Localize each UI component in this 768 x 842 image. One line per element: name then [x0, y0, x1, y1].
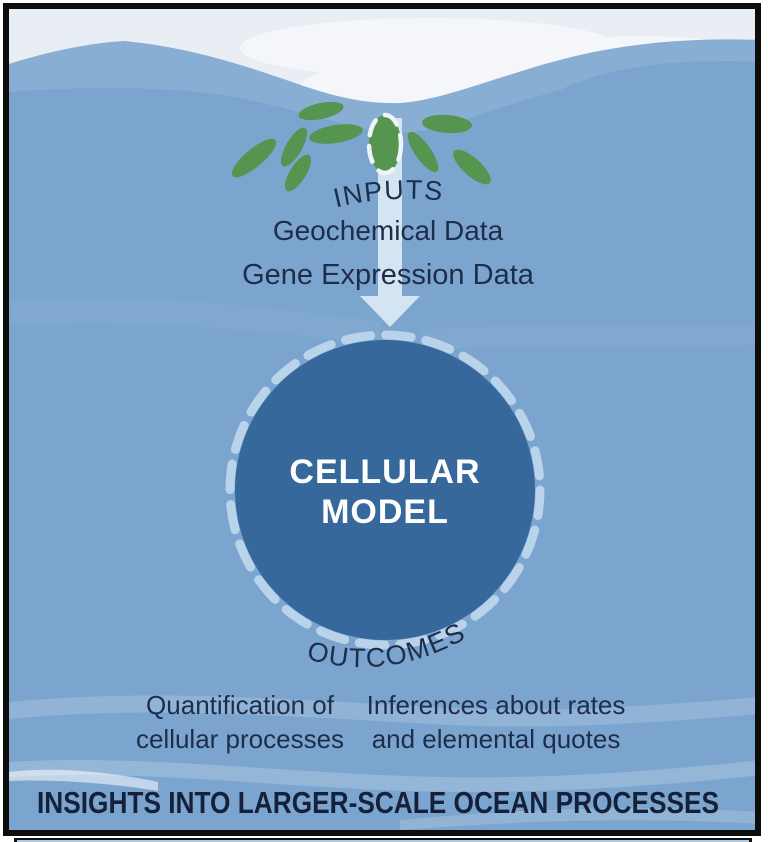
input-item-gene-expression: Gene Expression Data	[242, 259, 535, 291]
diagram-panel: INPUTS Geochemical Data Gene Expression …	[3, 3, 761, 836]
water-bands	[9, 297, 755, 350]
dashed-ring-icon	[225, 330, 545, 650]
input-item-geochemical: Geochemical Data	[273, 215, 504, 246]
model-label-line1: CELLULAR	[289, 453, 480, 491]
cellular-model-circle	[235, 340, 535, 640]
ocean-scene: INPUTS Geochemical Data Gene Expression …	[9, 9, 755, 830]
phytoplankton-cell-icon	[453, 149, 491, 185]
input-arrow-icon	[360, 118, 420, 327]
bottom-wave-ribbons	[9, 695, 755, 830]
phytoplankton-group	[231, 101, 491, 192]
water-highlight	[9, 39, 755, 133]
phytoplankton-cell-icon	[309, 124, 363, 144]
phytoplankton-cell-icon	[422, 114, 472, 134]
next-panel-edge	[14, 838, 752, 842]
outcome-left-line2: cellular processes	[136, 724, 344, 754]
phytoplankton-cell-icon	[281, 127, 307, 167]
headline: INSIGHTS INTO LARGER-SCALE OCEAN PROCESS…	[37, 785, 719, 820]
outcome-right-line1: Inferences about rates	[367, 690, 626, 720]
phytoplankton-cell-icon	[284, 154, 312, 192]
outcome-right-line2: and elemental quotes	[372, 724, 621, 754]
model-label-line2: MODEL	[321, 493, 449, 531]
phytoplankton-cell-icon	[298, 101, 344, 121]
phytoplankton-cell-icon	[231, 138, 277, 178]
phytoplankton-cell-icon	[407, 131, 439, 173]
focus-cell-icon	[366, 112, 404, 176]
outcome-left-line1: Quantification of	[146, 690, 335, 720]
